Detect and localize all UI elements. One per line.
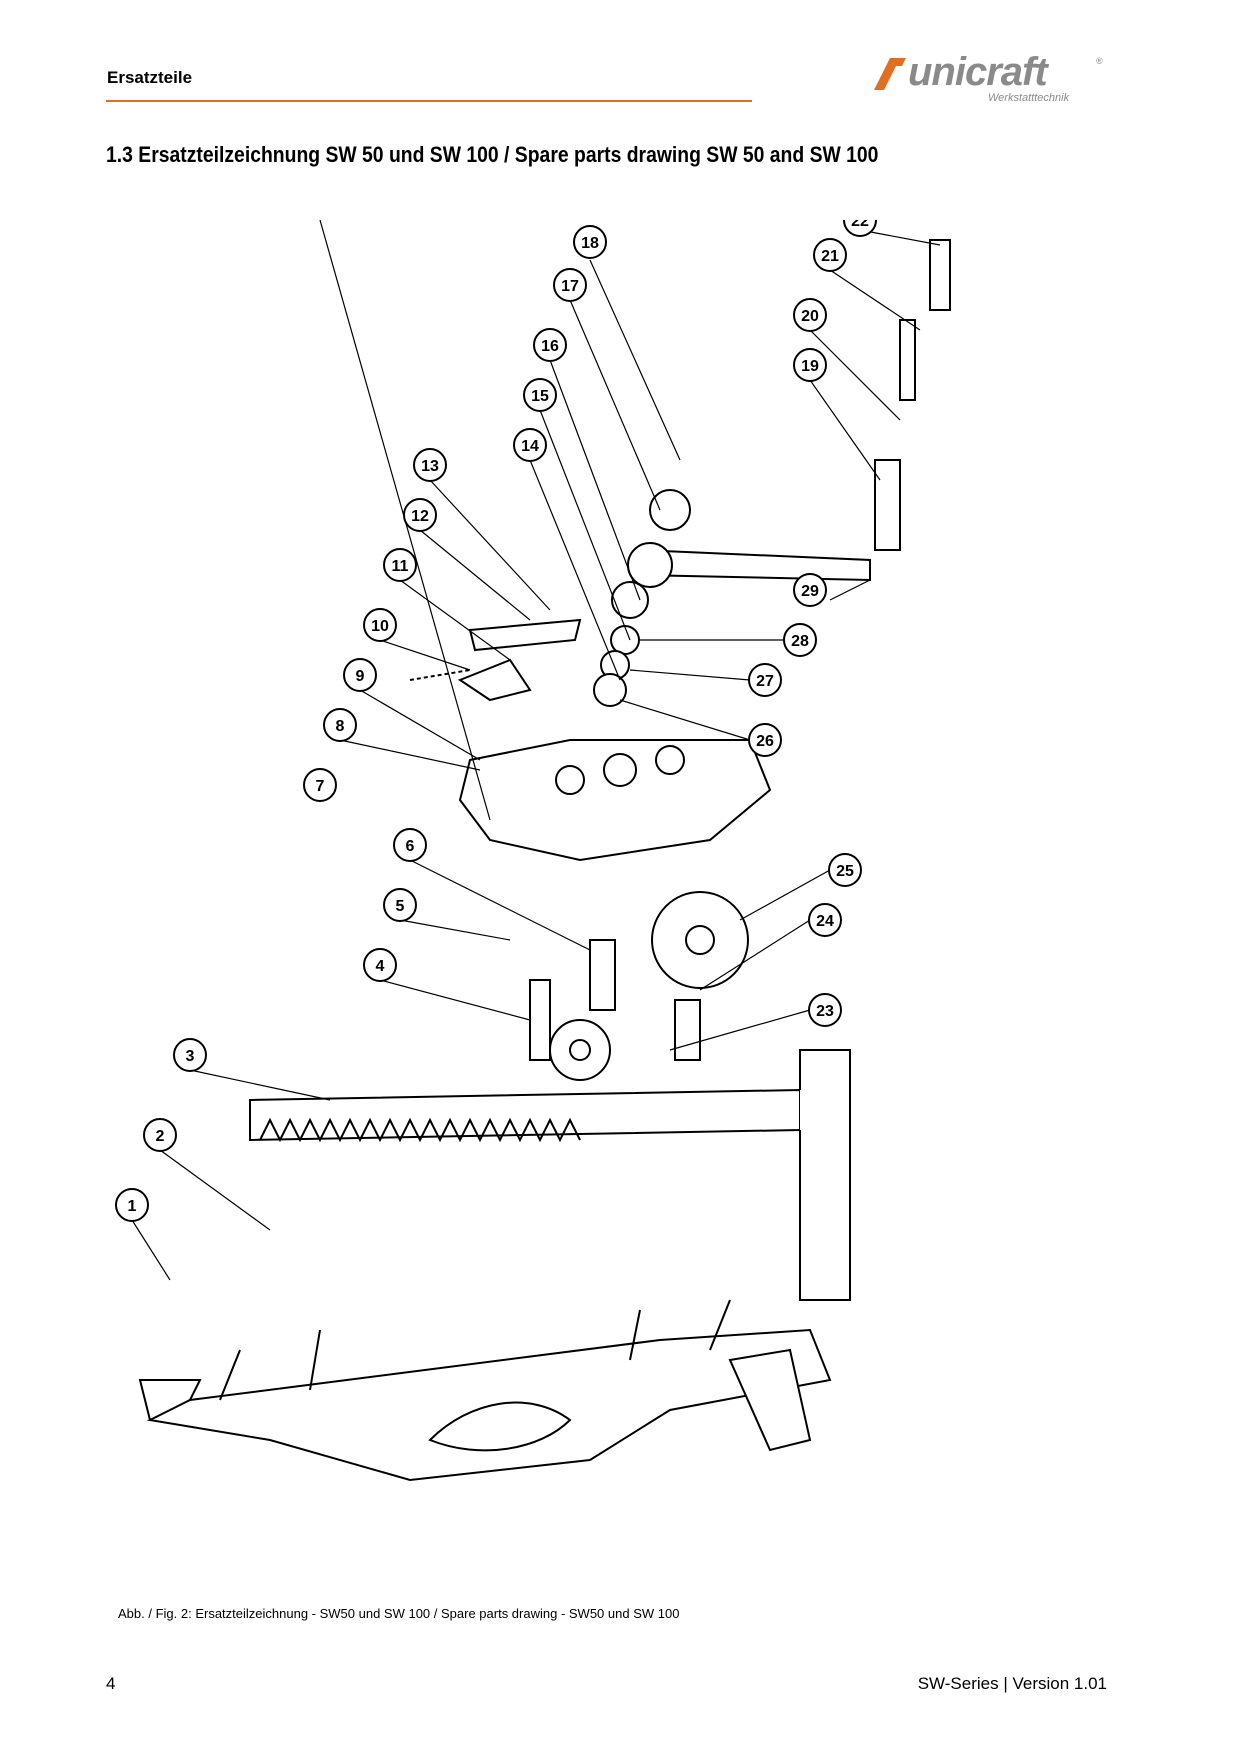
callout-10: 10 <box>363 608 397 642</box>
svg-text:13: 13 <box>421 458 439 475</box>
callout-25: 25 <box>828 853 862 887</box>
figure-caption: Abb. / Fig. 2: Ersatzteilzeichnung - SW5… <box>118 1606 680 1621</box>
svg-text:21: 21 <box>821 248 839 265</box>
logo-mark-icon <box>874 58 906 90</box>
svg-text:6: 6 <box>406 838 415 855</box>
svg-text:14: 14 <box>521 438 539 455</box>
callout-16: 16 <box>533 328 567 362</box>
svg-text:7: 7 <box>316 778 325 795</box>
gear-housing <box>458 739 772 862</box>
logo-wordmark: unicraft <box>908 50 1048 94</box>
svg-text:17: 17 <box>561 278 579 295</box>
callout-27: 27 <box>748 663 782 697</box>
callout-24: 24 <box>808 903 842 937</box>
callout-18: 18 <box>573 225 607 259</box>
svg-text:26: 26 <box>756 733 774 750</box>
svg-text:10: 10 <box>371 618 389 635</box>
callout-28: 28 <box>783 623 817 657</box>
callout-5: 5 <box>383 888 417 922</box>
section-title: 1.3 Ersatzteilzeichnung SW 50 und SW 100… <box>106 142 879 167</box>
rack-bar <box>249 1049 851 1301</box>
callout-7: 7 <box>303 768 337 802</box>
callout-17: 17 <box>553 268 587 302</box>
callout-26: 26 <box>748 723 782 757</box>
svg-text:4: 4 <box>376 958 385 975</box>
callout-20: 20 <box>793 298 827 332</box>
logo-subtitle: Werkstatttechnik <box>988 92 1070 104</box>
svg-text:16: 16 <box>541 338 559 355</box>
svg-text:11: 11 <box>392 558 409 575</box>
svg-text:20: 20 <box>801 308 819 325</box>
svg-text:2: 2 <box>156 1128 165 1145</box>
header-title: Ersatzteile <box>107 68 193 87</box>
base-frame <box>138 1299 832 1482</box>
svg-text:25: 25 <box>836 863 854 880</box>
svg-text:19: 19 <box>801 358 819 375</box>
part-callouts: 1 2 3 4 5 6 7 8 9 10 11 12 13 14 15 16 1… <box>115 220 877 1222</box>
svg-text:23: 23 <box>816 1003 834 1020</box>
small-gear <box>549 1019 611 1081</box>
svg-text:3: 3 <box>186 1048 195 1065</box>
callout-2: 2 <box>143 1118 177 1152</box>
spare-parts-drawing: 1 2 3 4 5 6 7 8 9 10 11 12 13 14 15 16 1… <box>115 220 951 1482</box>
callout-8: 8 <box>323 708 357 742</box>
callout-22: 22 <box>843 220 877 237</box>
callout-29: 29 <box>793 573 827 607</box>
svg-text:12: 12 <box>411 508 429 525</box>
callout-21: 21 <box>813 238 847 272</box>
callout-13: 13 <box>413 448 447 482</box>
callout-15: 15 <box>523 378 557 412</box>
callout-6: 6 <box>393 828 427 862</box>
svg-text:15: 15 <box>531 388 549 405</box>
svg-text:18: 18 <box>581 235 599 252</box>
unicraft-logo: unicraft ® Werkstatttechnik <box>870 48 1110 108</box>
svg-text:9: 9 <box>356 668 365 685</box>
svg-text:29: 29 <box>801 583 819 600</box>
callout-14: 14 <box>513 428 547 462</box>
callout-11: 11 <box>383 548 417 582</box>
callout-19: 19 <box>793 348 827 382</box>
callout-23: 23 <box>808 993 842 1027</box>
svg-text:8: 8 <box>336 718 345 735</box>
svg-text:22: 22 <box>851 220 869 230</box>
header-divider <box>106 100 752 102</box>
svg-text:1: 1 <box>128 1198 137 1215</box>
logo-registered-mark: ® <box>1096 56 1103 66</box>
footer-version: SW-Series | Version 1.01 <box>917 1674 1107 1693</box>
svg-text:28: 28 <box>791 633 809 650</box>
page-number: 4 <box>106 1674 116 1693</box>
svg-text:27: 27 <box>756 673 774 690</box>
svg-text:5: 5 <box>396 898 405 915</box>
callout-3: 3 <box>173 1038 207 1072</box>
callout-4: 4 <box>363 948 397 982</box>
svg-text:24: 24 <box>816 913 834 930</box>
callout-12: 12 <box>403 498 437 532</box>
large-gear <box>651 891 749 989</box>
callout-1: 1 <box>115 1188 149 1222</box>
callout-9: 9 <box>343 658 377 692</box>
